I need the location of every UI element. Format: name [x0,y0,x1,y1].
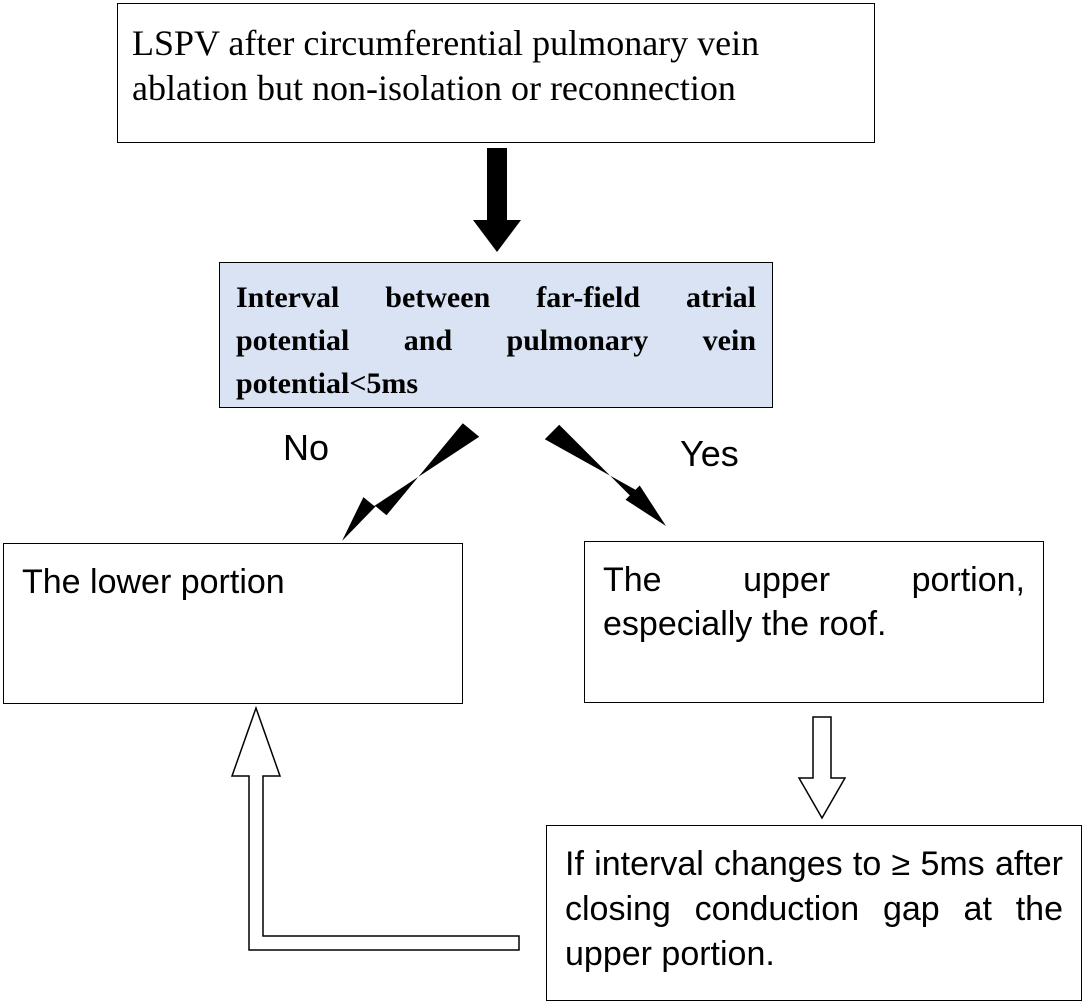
upper-portion-node: The upper portion, especially the roof. [584,541,1044,703]
arrow-top-to-question [473,148,521,252]
arrow-interval-to-lower [230,705,520,951]
lower-portion-text: The lower portion [22,563,285,601]
edge-label-no: No [283,427,330,468]
decision-node-text: Interval between far-field atrial potent… [236,281,756,400]
arrow-question-to-upper [544,424,666,526]
start-node-text: LSPV after circumferential pulmonary vei… [132,23,760,108]
arrow-upper-to-interval [797,716,847,820]
lower-portion-node: The lower portion [3,543,463,704]
arrow-question-to-lower [342,423,480,541]
interval-change-node: If interval changes to ≥ 5ms after closi… [546,825,1082,1001]
decision-node: Interval between far-field atrial potent… [219,262,773,408]
start-node: LSPV after circumferential pulmonary vei… [117,3,875,143]
interval-change-text: If interval changes to ≥ 5ms after closi… [565,845,1063,973]
upper-portion-text: The upper portion, especially the roof. [603,561,1025,643]
edge-label-yes: Yes [680,433,739,474]
